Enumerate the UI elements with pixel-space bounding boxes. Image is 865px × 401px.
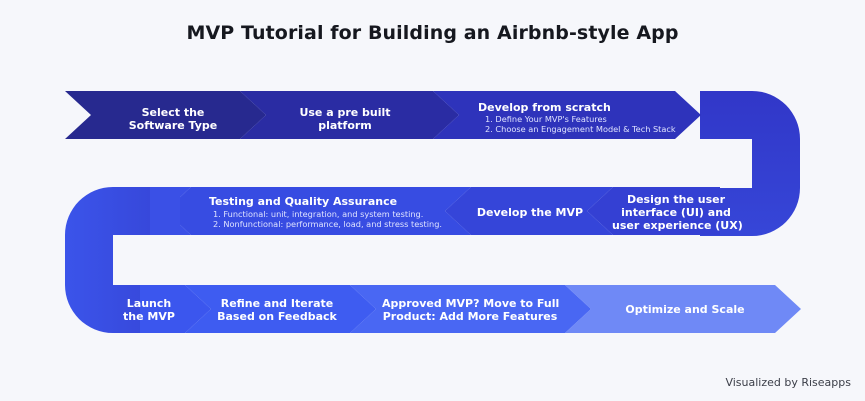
step-scratch-item-2: 2. Choose an Engagement Model & Tech Sta… xyxy=(485,124,676,134)
step-optimize-shape xyxy=(565,285,801,333)
step-refine-label: Refine and Iterate Based on Feedback xyxy=(217,297,337,323)
step-prebuilt-shape xyxy=(240,91,459,139)
step-scratch-item-1: 1. Define Your MVP's Features xyxy=(485,114,607,124)
step-launch-shape xyxy=(140,285,211,333)
step-scratch-shape xyxy=(433,91,701,139)
step-scratch-label: Develop from scratch xyxy=(478,101,611,114)
page-title: MVP Tutorial for Building an Airbnb-styl… xyxy=(186,22,679,44)
step-testing-item-2: 2. Nonfunctional: performance, load, and… xyxy=(213,219,443,229)
step-design-shape xyxy=(587,187,720,235)
step-testing-label: Testing and Quality Assurance xyxy=(209,195,398,208)
step-select-software-shape xyxy=(65,91,266,139)
step-refine-shape xyxy=(185,285,376,333)
step-develop-label: Develop the MVP xyxy=(476,206,584,219)
footer-prefix: Visualized by xyxy=(725,376,798,389)
step-optimize-label: Optimize and Scale xyxy=(625,303,745,316)
step-testing-item-1: 1. Functional: unit, integration, and sy… xyxy=(213,209,424,219)
right-curve-band xyxy=(700,91,800,236)
step-design-label: Design the user interface (UI) and user … xyxy=(612,193,743,232)
step-approved-label: Approved MVP? Move to Full Product: Add … xyxy=(382,297,560,323)
step-select-software-label: Select the Software Type xyxy=(128,106,218,132)
step-prebuilt-label: Use a pre built platform xyxy=(299,106,391,132)
row2-left-chevron xyxy=(150,187,191,235)
step-launch-label: Launch the MVP xyxy=(123,297,175,323)
step-approved-shape xyxy=(350,285,591,333)
step-develop-shape xyxy=(445,187,613,235)
footer-brand: Riseapps xyxy=(801,376,851,389)
footer-credit: Visualized by Riseapps xyxy=(725,376,851,389)
step-testing-shape xyxy=(165,187,471,235)
